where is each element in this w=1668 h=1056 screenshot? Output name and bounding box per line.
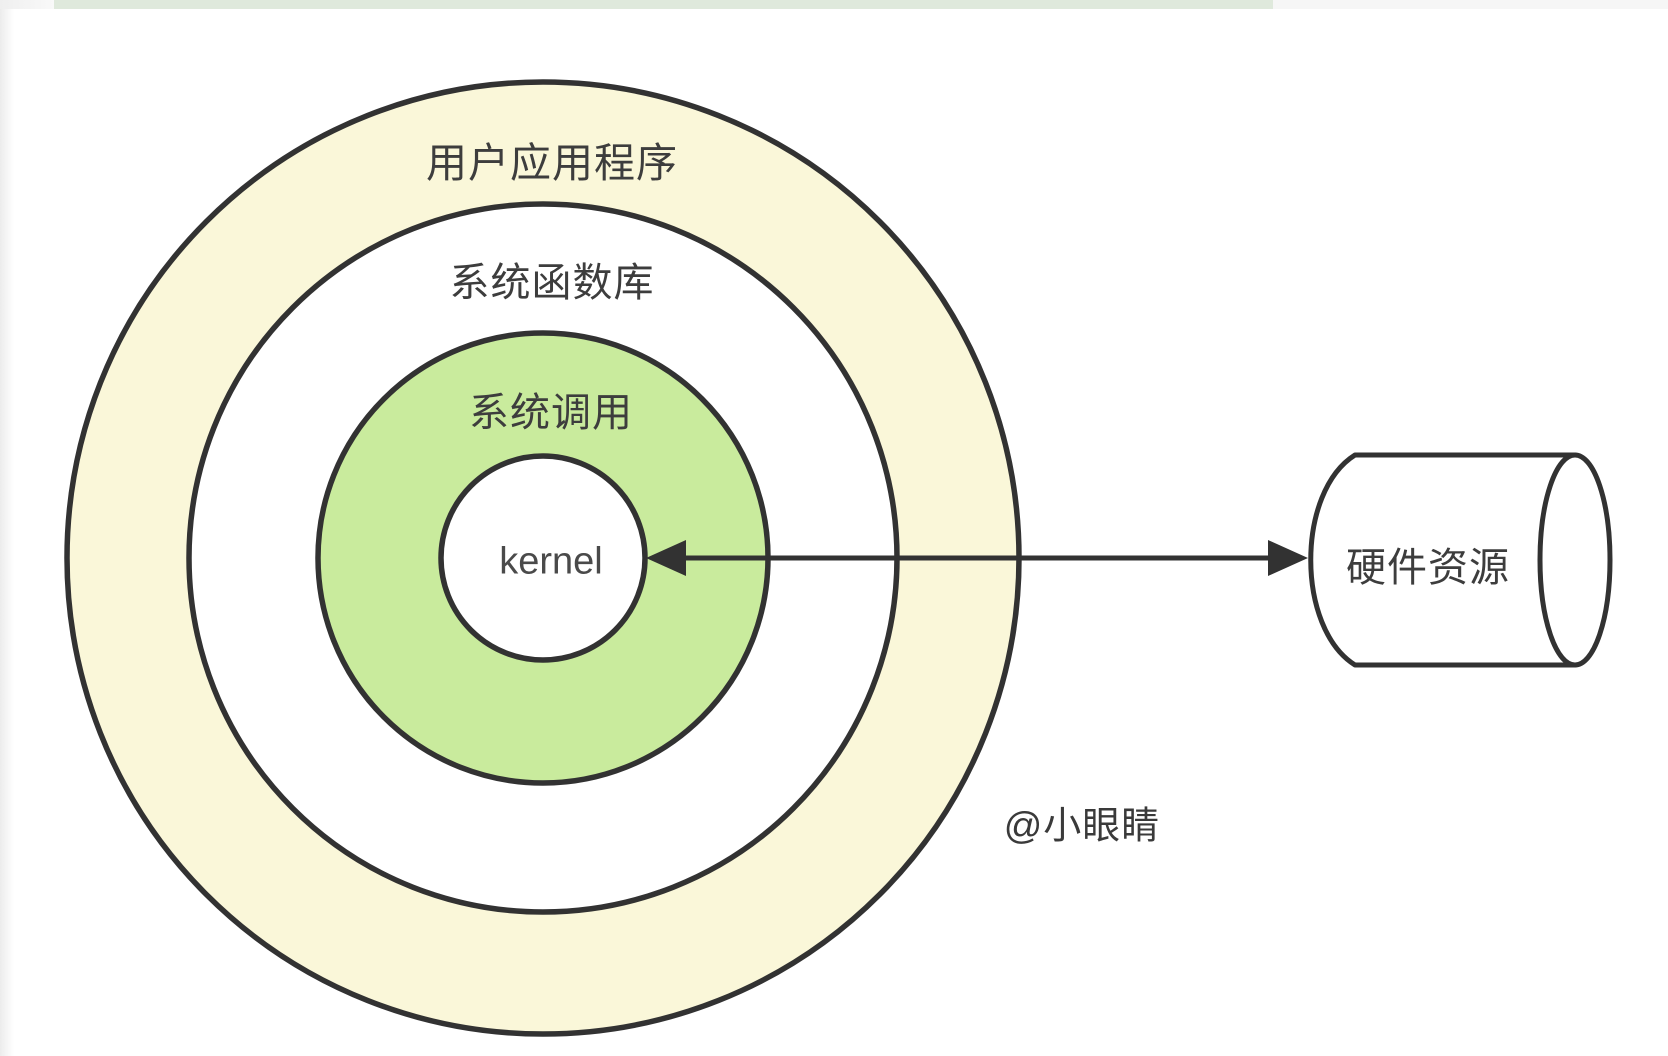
ring-label-system-library: 系统函数库 xyxy=(449,261,655,305)
watermark: @小眼睛 xyxy=(1003,805,1161,848)
hardware-label: 硬件资源 xyxy=(1346,546,1510,590)
hardware-cylinder-face xyxy=(1537,452,1613,668)
arrow-head-left-icon xyxy=(646,540,686,576)
top-strip-left xyxy=(0,0,54,9)
kernel-label: kernel xyxy=(499,540,603,583)
kernel-circle xyxy=(438,453,648,663)
ring-label-user-apps: 用户应用程序 xyxy=(426,140,678,186)
hardware-cylinder-body xyxy=(1308,452,1578,668)
top-strip-gray xyxy=(1273,0,1668,9)
ring-label-system-call: 系统调用 xyxy=(469,391,633,435)
canvas-left-shadow xyxy=(0,9,14,1056)
top-strip-green xyxy=(54,0,1273,9)
arrow-head-right-icon xyxy=(1268,540,1308,576)
